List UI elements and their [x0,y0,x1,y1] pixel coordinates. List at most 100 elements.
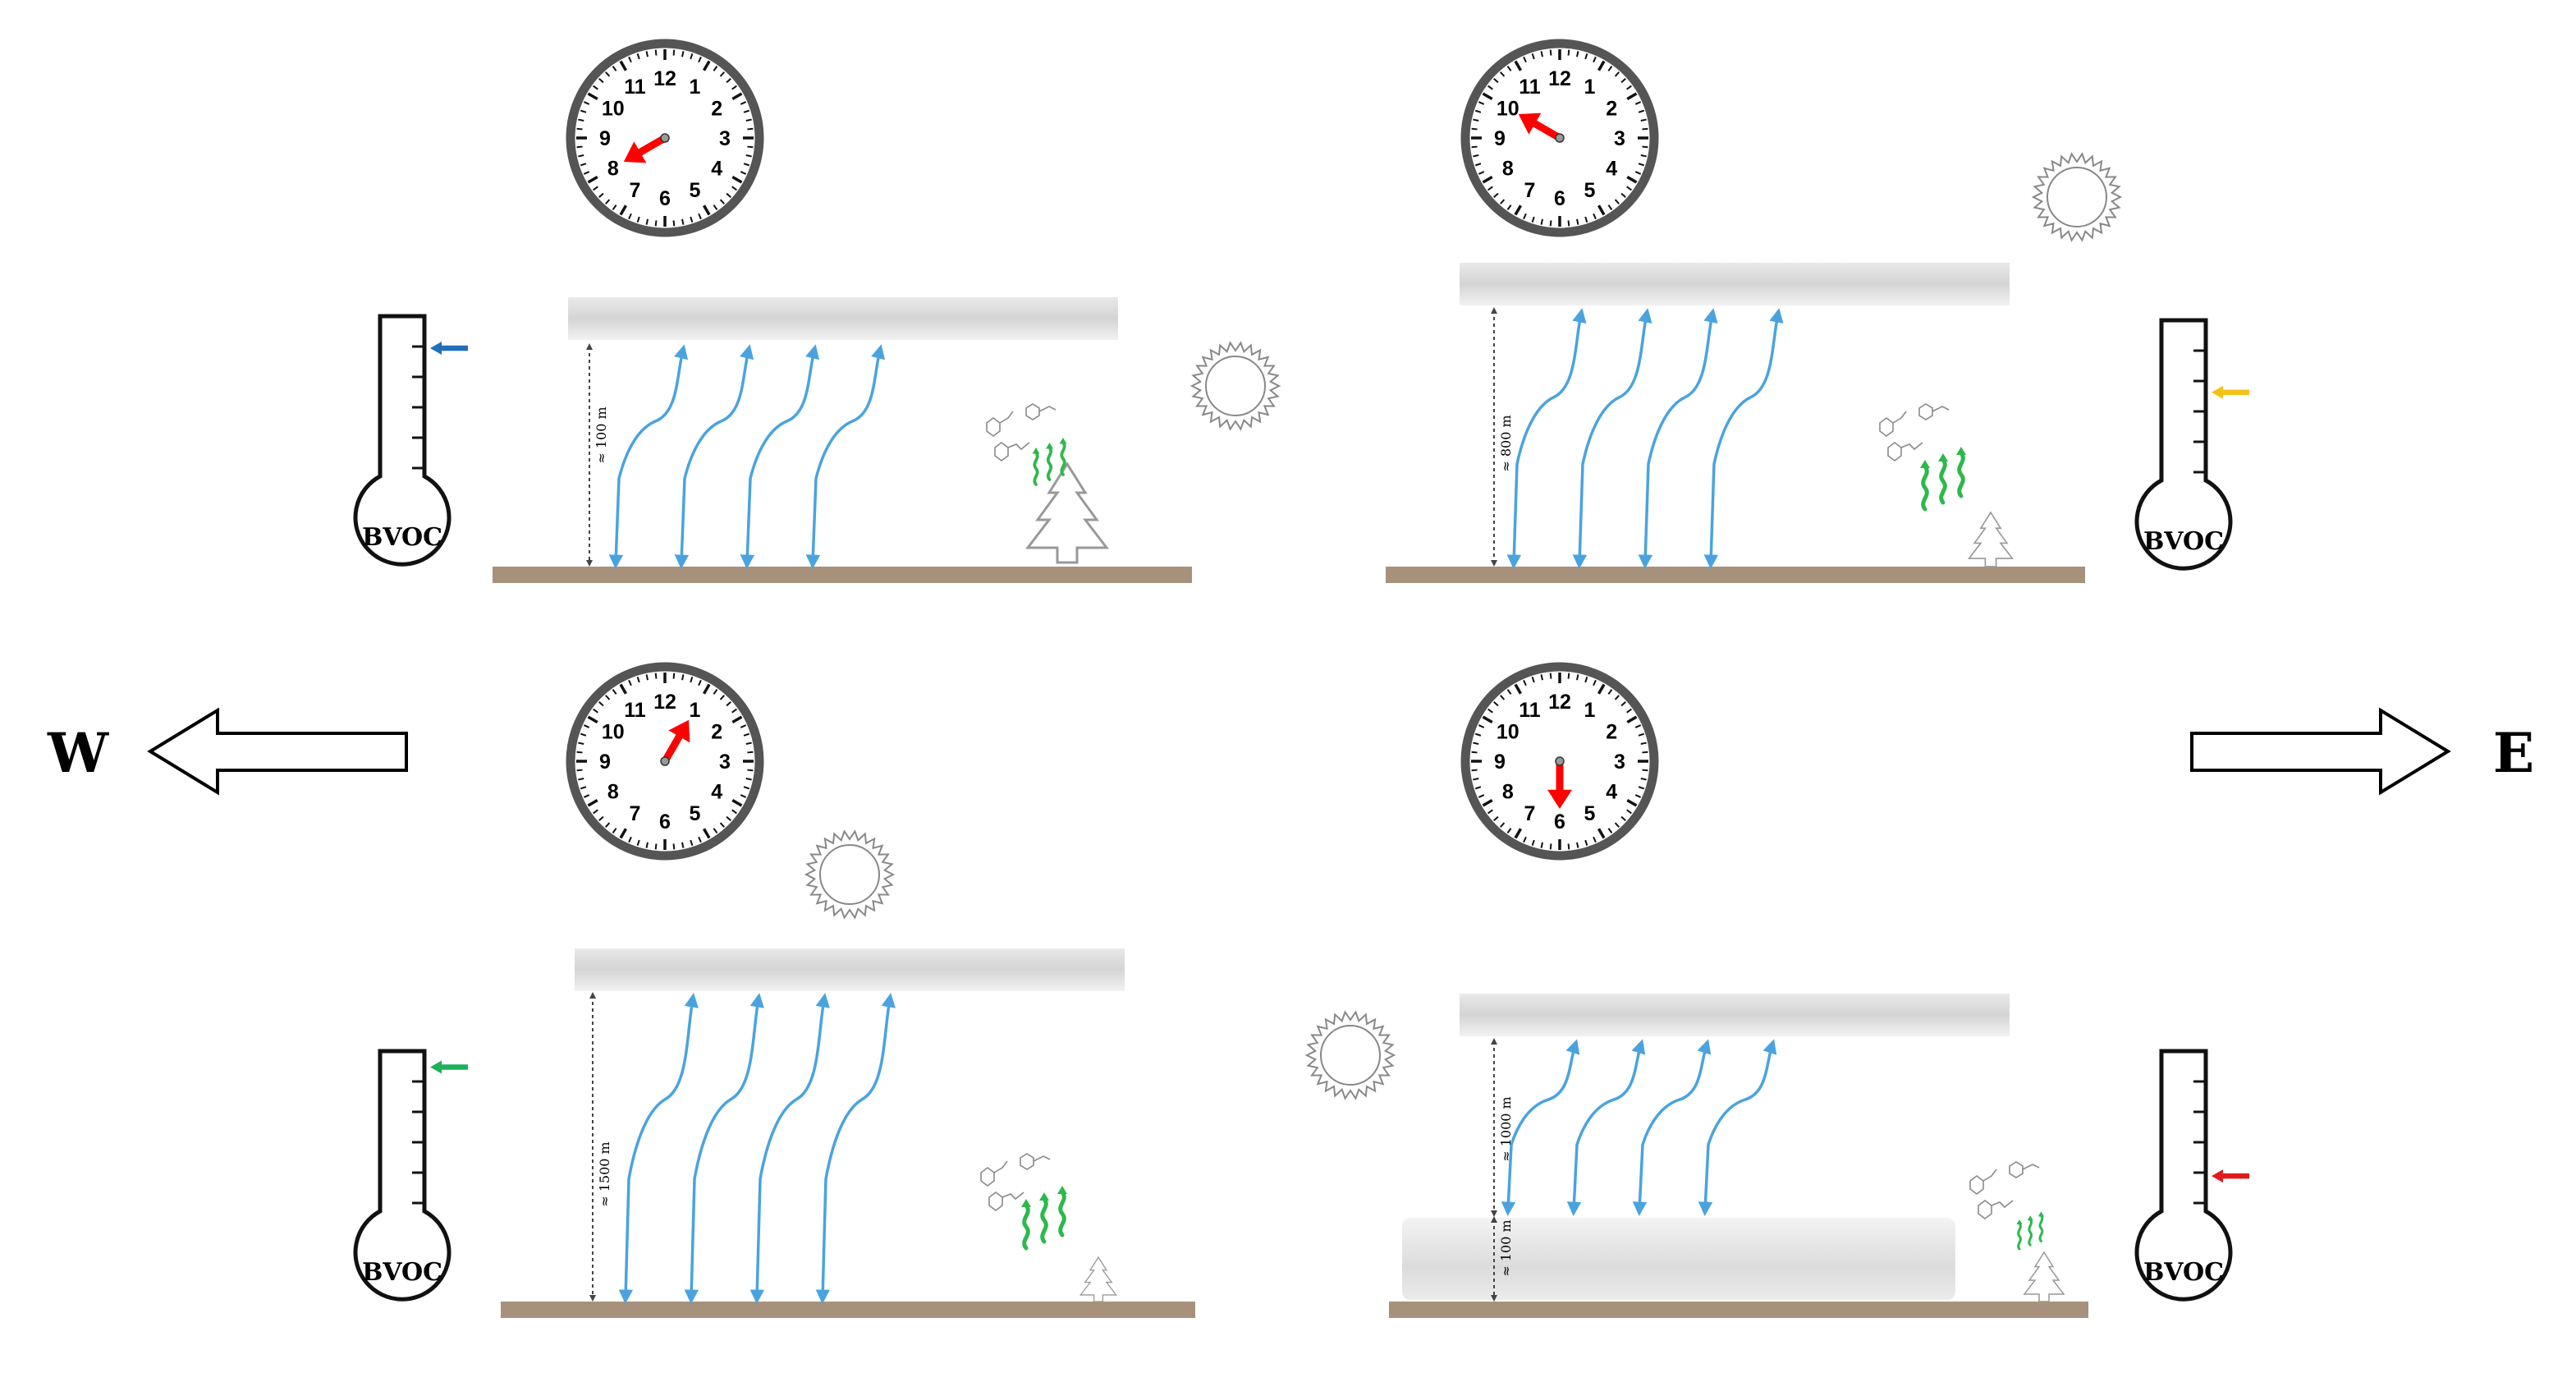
clock-number: 2 [1606,721,1617,744]
bvoc-molecules-icon [1879,403,1950,461]
wind-arrow [1506,308,1587,569]
tree-icon [1024,461,1110,564]
boundary-height-label: ≈ 100 m [594,406,609,463]
clock-number: 4 [711,781,722,804]
wind-arrow [1566,1039,1646,1216]
wind-arrow [1638,308,1718,569]
clock-number: 2 [711,721,722,744]
emission-waves-icon [1920,447,1966,512]
clock-number: 5 [1584,179,1596,202]
clock-number: 12 [653,67,676,90]
wind-arrow [749,993,830,1304]
wind-arrow [740,344,820,569]
clock-number: 10 [602,721,625,744]
ground-surface [501,1302,1195,1318]
clock-number: 10 [1497,721,1519,744]
thermometer-icon: BVOC [353,1049,468,1302]
wind-arrows [618,993,896,1304]
clock-number: 7 [630,179,641,202]
clock-number: 1 [690,76,701,99]
tree-icon [1967,511,2015,567]
wind-arrow [815,993,896,1304]
clock-number: 6 [659,810,671,833]
clock-number: 11 [1519,699,1541,722]
clock-number: 4 [1606,158,1617,181]
tree-icon [1079,1256,1117,1302]
east-label: E [2493,721,2534,785]
clock-number: 8 [607,781,619,804]
sun-icon [1189,341,1281,431]
west-arrow-icon [147,707,408,796]
east-arrow-icon [2190,707,2451,796]
boundary-height-label: ≈ 1000 m [1498,1096,1514,1161]
clock-number: 1 [1584,76,1596,99]
clock-number: 5 [1584,802,1596,825]
sun-icon [2031,152,2123,242]
clock-number: 1 [1584,699,1596,722]
clock-number: 3 [719,751,731,774]
capping-layer [1460,994,2010,1036]
clock-number: 5 [690,179,701,202]
clock-number: 8 [1502,158,1514,181]
clock-number: 6 [1554,810,1565,833]
clock-number: 9 [599,751,611,774]
capping-layer [568,297,1118,340]
bvoc-molecules-icon [986,403,1057,461]
clock-number: 1 [690,699,701,722]
thermometer-label: BVOC [362,523,442,552]
wind-arrow [1632,1039,1712,1216]
wind-arrow [805,344,886,569]
clock-number: 12 [1548,691,1571,714]
capping-layer [1460,263,2010,305]
emission-waves-icon [2016,1211,2044,1251]
lower-height-label: ≈ 100 m [1498,1219,1514,1276]
clock-number: 4 [711,158,722,181]
thermometer-icon: BVOC [353,314,468,567]
wind-arrow [608,344,689,569]
clock-number: 7 [1524,802,1536,825]
thermometer-icon: BVOC [2134,1049,2249,1302]
clock-number: 3 [719,127,731,150]
thermometer-label: BVOC [2143,527,2224,556]
wind-arrow [684,993,764,1304]
clock-number: 8 [1502,781,1514,804]
bvoc-molecules-icon [1969,1161,2040,1219]
clock-number: 5 [690,802,701,825]
boundary-height-label: ≈ 1500 m [597,1141,612,1206]
thermometer-label: BVOC [2143,1258,2224,1287]
tree-icon [2023,1251,2065,1302]
clock-number: 8 [607,158,619,181]
clock-number: 11 [624,76,646,99]
clock-number: 3 [1614,751,1625,774]
thermometer-icon: BVOC [2134,318,2249,571]
wind-arrow [618,993,699,1304]
clock-number: 10 [602,98,625,121]
wind-arrows [1501,1039,1777,1216]
clock-number: 2 [711,98,722,121]
clock-number: 10 [1497,98,1519,121]
west-direction: W [47,707,408,796]
clock-number: 12 [653,691,676,714]
sun-icon [1304,1010,1396,1100]
clock-number: 9 [1494,751,1506,774]
capping-layer [575,948,1125,991]
emission-waves-icon [1021,1186,1067,1251]
ground-surface [1386,567,2085,583]
ground-surface [1389,1302,2088,1318]
wind-arrow [1698,1039,1777,1216]
wind-arrow [1703,308,1784,569]
clock-number: 7 [1524,179,1536,202]
bvoc-molecules-icon [980,1153,1051,1211]
wind-arrow [1572,308,1652,569]
thermometer-label: BVOC [362,1258,442,1287]
clock-number: 7 [630,802,641,825]
clock-number: 6 [659,187,671,210]
